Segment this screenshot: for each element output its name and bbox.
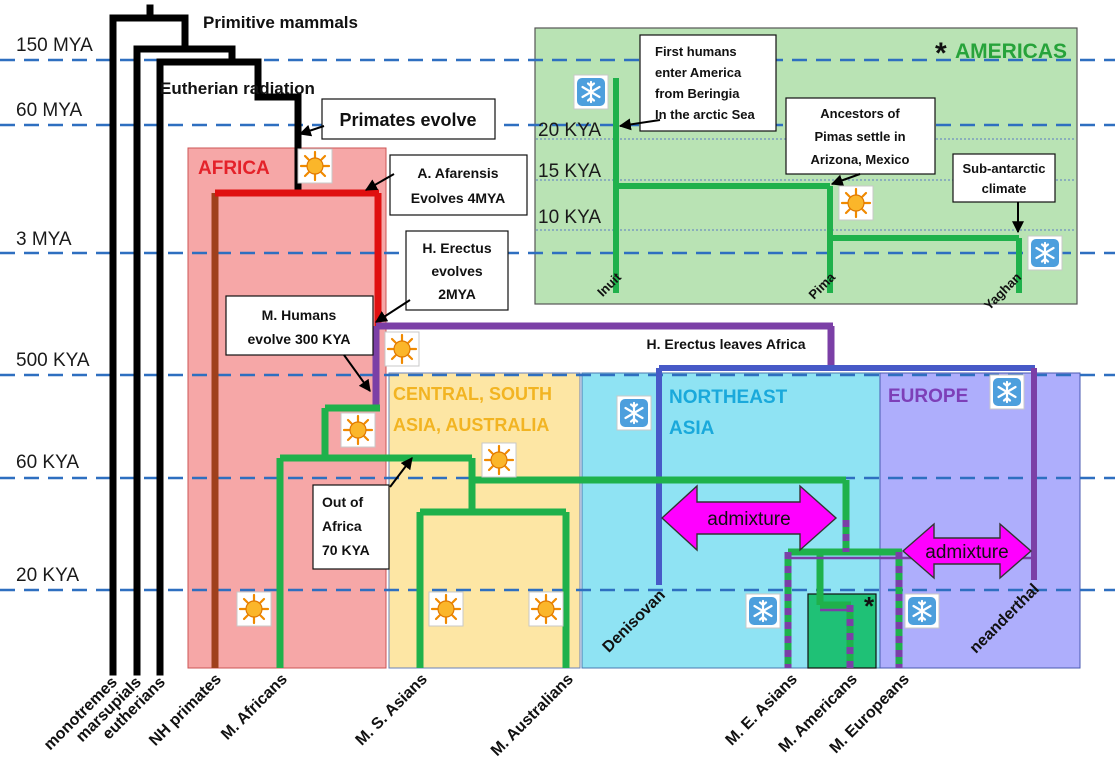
erectus-evolves-label-3: 2MYA bbox=[438, 286, 476, 302]
sun-icon bbox=[837, 184, 875, 222]
humans-evolve-label-2: evolve 300 KYA bbox=[248, 331, 351, 347]
out-of-africa-label-3: 70 KYA bbox=[322, 542, 370, 558]
americas-time-10kya: 10 KYA bbox=[538, 207, 601, 228]
admixture-arrow-neanderthal bbox=[901, 522, 1033, 580]
humans-evolve-label-1: M. Humans bbox=[262, 307, 337, 323]
time-label-3mya: 3 MYA bbox=[16, 229, 72, 250]
beringia-note-4: In the arctic Sea bbox=[655, 107, 755, 122]
afarensis-label-1: A. Afarensis bbox=[417, 165, 498, 181]
admixture-arrow-denisovan bbox=[660, 484, 838, 552]
pima-note-2: Pimas settle in bbox=[814, 129, 905, 144]
sun-icon bbox=[339, 411, 377, 449]
out-of-africa-label-1: Out of bbox=[322, 494, 364, 510]
northeast-asia-label-2: ASIA bbox=[669, 418, 715, 439]
americas-star: * bbox=[935, 37, 947, 70]
out-of-africa-label-2: Africa bbox=[322, 518, 362, 534]
americas-label: AMERICAS bbox=[955, 40, 1067, 63]
snowflake-icon bbox=[903, 592, 941, 630]
americas-inset-star: * bbox=[864, 591, 875, 621]
time-label-20kya: 20 KYA bbox=[16, 565, 79, 586]
sun-icon bbox=[480, 441, 518, 479]
afarensis-label-2: Evolves 4MYA bbox=[411, 190, 505, 206]
sun-icon bbox=[527, 590, 565, 628]
sun-icon bbox=[296, 147, 334, 185]
central-asia-label-1: CENTRAL, SOUTH bbox=[393, 384, 552, 404]
mammal-tree bbox=[109, 4, 302, 676]
pima-note-3: Arizona, Mexico bbox=[811, 152, 910, 167]
pima-note-1: Ancestors of bbox=[820, 106, 900, 121]
subantarctic-note-1: Sub-antarctic bbox=[962, 161, 1045, 176]
erectus-lineage bbox=[372, 322, 835, 408]
time-label-60kya: 60 KYA bbox=[16, 452, 79, 473]
africa-label: AFRICA bbox=[198, 158, 270, 179]
eutherian-radiation-label: Eutherian radiation bbox=[160, 79, 315, 98]
modern-human-lineages bbox=[276, 404, 850, 668]
erectus-leaves-label: H. Erectus leaves Africa bbox=[646, 336, 805, 352]
beringia-note-2: enter America bbox=[655, 65, 742, 80]
admixed-lineages bbox=[784, 520, 1034, 668]
central-asia-label-2: ASIA, AUSTRALIA bbox=[393, 415, 549, 435]
beringia-note-1: First humans bbox=[655, 44, 737, 59]
snowflake-icon bbox=[615, 394, 653, 432]
erectus-evolves-label-1: H. Erectus bbox=[422, 240, 491, 256]
tip-m-s-asians: M. S. Asians bbox=[353, 671, 431, 749]
time-label-150mya: 150 MYA bbox=[16, 35, 93, 56]
callout-boxes bbox=[225, 34, 1056, 570]
sun-icon bbox=[427, 590, 465, 628]
primitive-mammals-label: Primitive mammals bbox=[203, 13, 358, 32]
time-label-60mya: 60 MYA bbox=[16, 100, 83, 121]
northeast-asia-label-1: NORTHEAST bbox=[669, 387, 788, 408]
hominin-lineage bbox=[215, 189, 382, 326]
beringia-note-3: from Beringia bbox=[655, 86, 740, 101]
sun-icon bbox=[383, 330, 421, 368]
americas-time-20kya: 20 KYA bbox=[538, 120, 601, 141]
americas-lineages bbox=[613, 78, 1022, 293]
americas-time-15kya: 15 KYA bbox=[538, 161, 601, 182]
erectus-evolves-label-2: evolves bbox=[431, 263, 483, 279]
sun-icon bbox=[235, 590, 273, 628]
tip-m-africans: M. Africans bbox=[218, 671, 291, 744]
snowflake-icon bbox=[988, 373, 1026, 411]
snowflake-icon bbox=[1026, 234, 1064, 272]
europe-label: EUROPE bbox=[888, 386, 968, 407]
snowflake-icon bbox=[572, 73, 610, 111]
primates-evolve-label: Primates evolve bbox=[339, 110, 476, 130]
callout-arrows bbox=[298, 118, 1024, 488]
admixture-label-1: admixture bbox=[707, 509, 790, 530]
snowflake-icon bbox=[744, 592, 782, 630]
tip-m-australians: M. Australians bbox=[488, 671, 577, 760]
subantarctic-note-2: climate bbox=[982, 181, 1027, 196]
admixture-label-2: admixture bbox=[925, 542, 1008, 563]
time-label-500kya: 500 KYA bbox=[16, 350, 90, 371]
